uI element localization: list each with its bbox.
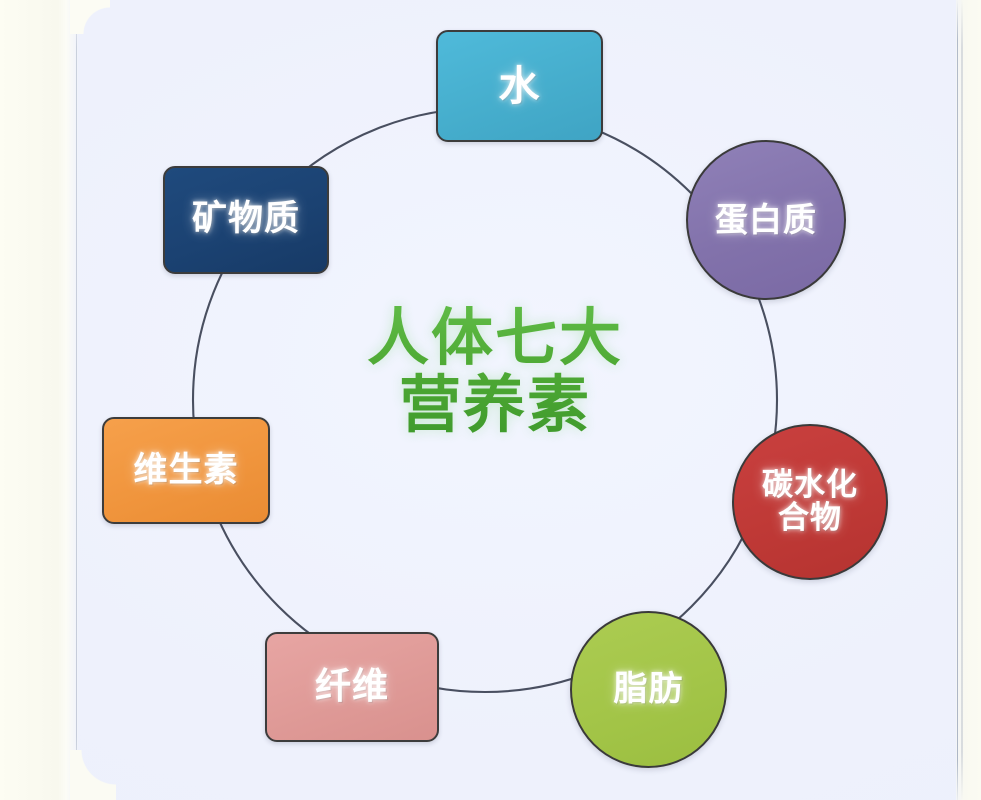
node-vitamin-label: 维生素 [133,450,239,491]
node-fat-label: 脂肪 [613,669,684,710]
node-carbohydrate[interactable]: 碳水化 合物 [732,424,888,580]
node-fiber-label: 纤维 [314,665,389,707]
node-carbohydrate-label-line-2: 合物 [778,500,842,536]
top-left-corner-mask [70,0,110,34]
page-title-line-2: 营养素 [398,367,591,441]
node-water-label: 水 [498,61,541,110]
right-edge-line [957,0,958,800]
bottom-left-corner-mask [70,750,116,800]
node-vitamin[interactable]: 维生素 [102,417,270,524]
node-protein-label: 蛋白质 [715,200,817,240]
left-edge-line [76,0,77,800]
node-mineral-label: 矿物质 [191,199,300,240]
node-mineral[interactable]: 矿物质 [163,166,329,274]
page-title-line-1: 人体七大 [366,301,623,374]
node-fat[interactable]: 脂肪 [570,611,727,768]
node-protein[interactable]: 蛋白质 [686,140,846,300]
right-edge-line-secondary [961,0,963,800]
node-fiber[interactable]: 纤维 [265,632,439,742]
node-carbohydrate-label-line-1: 碳水化 [762,466,858,503]
page-title: 人体七大 营养素 [330,305,660,439]
node-water[interactable]: 水 [436,30,603,142]
node-carbohydrate-label: 碳水化 合物 [762,466,858,536]
